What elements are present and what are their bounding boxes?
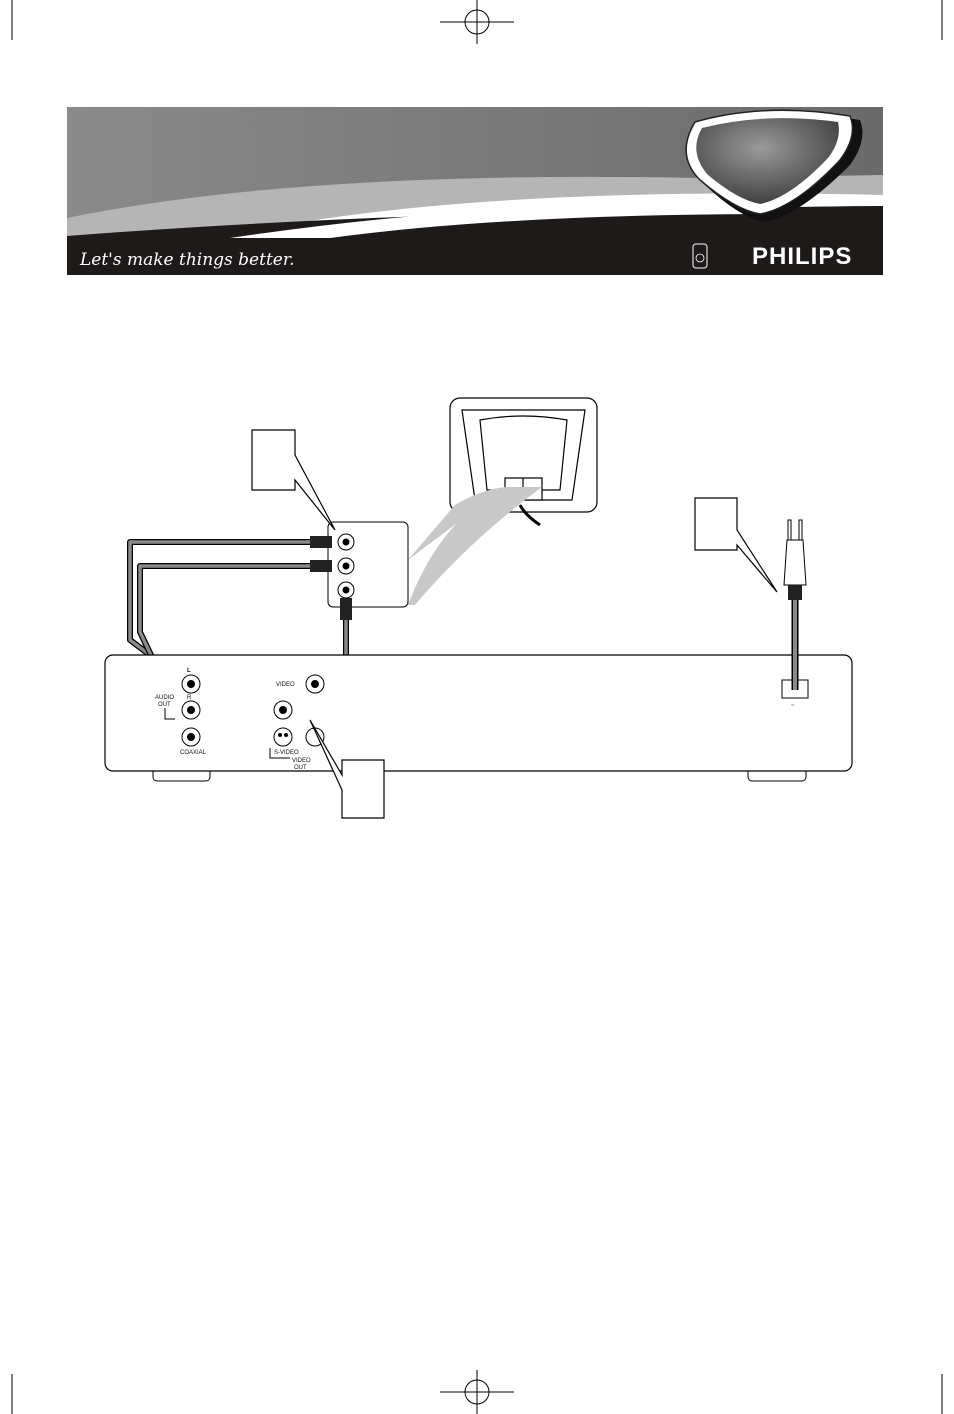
crop-marks bbox=[11, 0, 943, 1414]
slogan: Let's make things better. bbox=[79, 250, 295, 270]
label-l: L bbox=[187, 668, 191, 674]
shield-emblem-icon bbox=[685, 109, 863, 222]
jacks bbox=[181, 674, 325, 747]
label-video-out: VIDEO bbox=[292, 758, 311, 764]
label-ac: ~ bbox=[791, 703, 795, 709]
label-video-out-2: OUT bbox=[294, 765, 307, 771]
callout-boxes bbox=[251, 429, 778, 819]
label-audio: AUDIO bbox=[155, 695, 174, 701]
label-coaxial: COAXIAL bbox=[180, 750, 207, 756]
header-banner: Let's make things better. PHILIPS bbox=[67, 107, 883, 275]
label-s-video: S-VIDEO bbox=[274, 750, 299, 756]
philips-shield-icon bbox=[692, 243, 708, 269]
zoom-highlight bbox=[408, 487, 542, 605]
power-plug bbox=[783, 519, 807, 690]
label-r: R bbox=[187, 695, 192, 701]
dvd-player-rear: L R AUDIO OUT COAXIAL VIDEO S-VIDEO VIDE… bbox=[104, 654, 853, 782]
tv-jack-panel bbox=[327, 521, 409, 608]
label-out: OUT bbox=[158, 702, 171, 708]
label-video: VIDEO bbox=[276, 682, 295, 688]
brand-logo: PHILIPS bbox=[752, 243, 852, 270]
